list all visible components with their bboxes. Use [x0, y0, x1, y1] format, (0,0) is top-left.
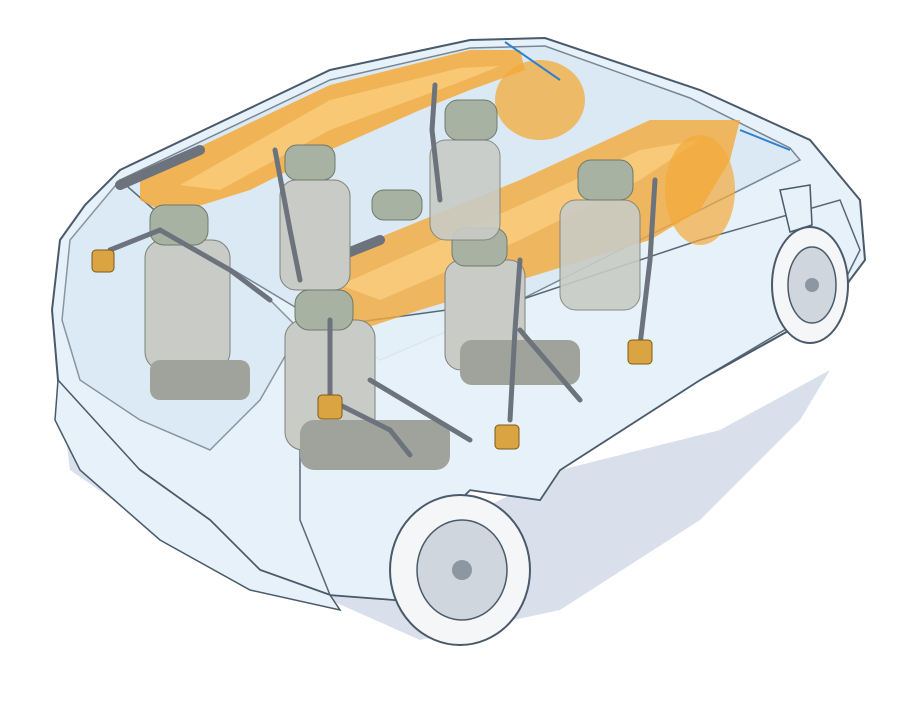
front-hub [805, 278, 819, 292]
rear-wheel [389, 494, 531, 646]
belt-1a [429, 82, 443, 203]
headrest-2a [294, 289, 354, 331]
retractor-2b [494, 424, 520, 450]
seat-back-1b [559, 199, 641, 311]
belt-2a [327, 317, 413, 458]
seat-back-3a [144, 239, 231, 371]
retractor-3a [91, 249, 115, 273]
rear-hub [452, 560, 472, 580]
seat-row-1 [429, 99, 641, 311]
headrest-3b [284, 144, 336, 181]
front-airbag [495, 60, 585, 140]
seat-belts [107, 82, 658, 458]
seat-cushion-2a [300, 420, 450, 470]
retractor-2a [317, 394, 343, 420]
belt-1b [637, 177, 658, 348]
seat-cushion-2b [460, 340, 580, 385]
side-airbag-front [665, 135, 735, 245]
belt-2b [507, 257, 523, 423]
curtain-airbag-upper-highlight [180, 66, 500, 190]
belt-3b [272, 147, 303, 283]
airbag-inflator-tube-upper [115, 145, 205, 190]
headrest-1a [444, 99, 498, 141]
front-wheel [771, 226, 849, 344]
headrest-1b [577, 159, 634, 201]
headrest-3c [371, 189, 423, 221]
retractor-1b [627, 339, 653, 365]
belt-3a [107, 227, 273, 303]
seat-cushion-3a [150, 360, 250, 400]
belt-2a-lap [367, 377, 473, 443]
belt-2b-lap [517, 327, 583, 403]
roof-accent-line [504, 41, 791, 151]
belt-retractors [91, 249, 653, 450]
side-mirror [779, 184, 813, 233]
rear-bumper [54, 378, 342, 612]
